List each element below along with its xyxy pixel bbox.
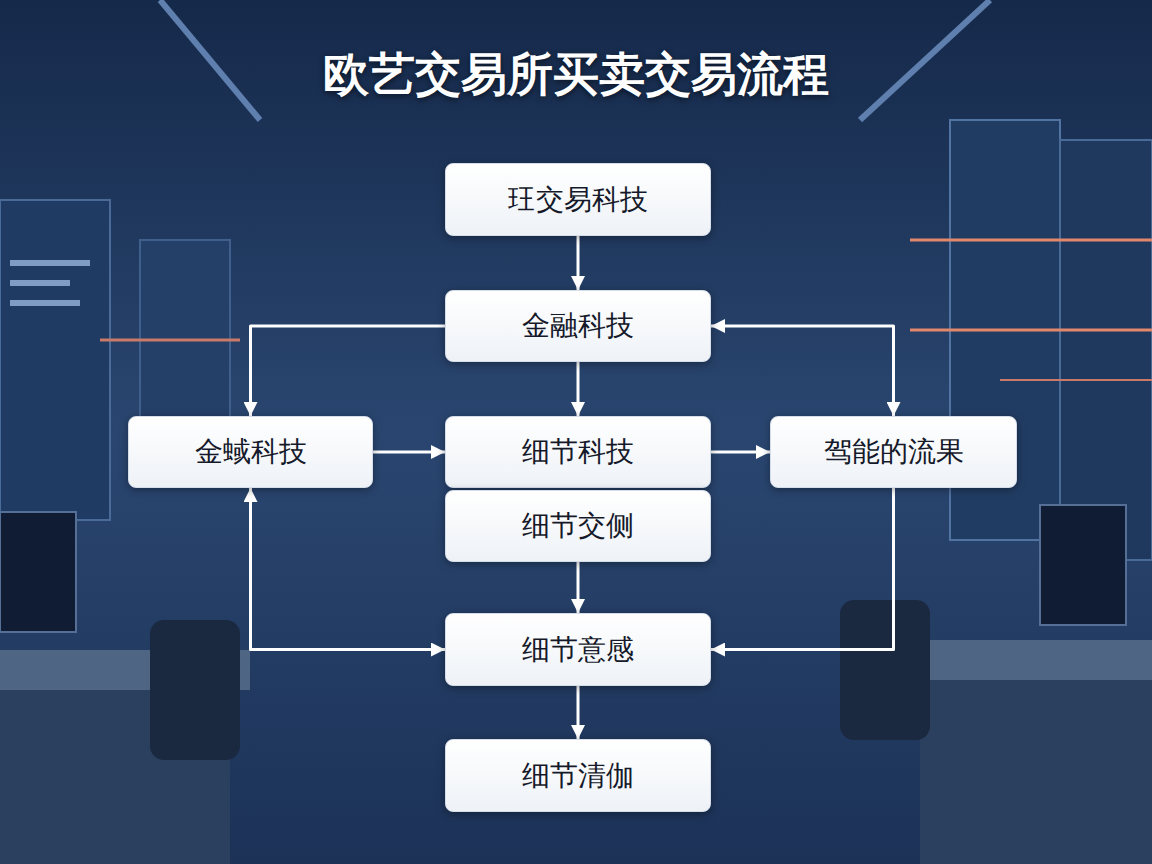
neon-line — [910, 239, 1152, 242]
flow-arrow — [251, 326, 446, 416]
box-label: 驾能的流果 — [824, 433, 964, 471]
screen-line — [10, 280, 70, 286]
process-box: 细节清伽 — [445, 739, 711, 812]
office-chair — [150, 620, 240, 760]
process-box: 细节交侧 — [445, 490, 711, 562]
flow-arrow — [577, 562, 580, 613]
process-box: 金融科技 — [445, 290, 711, 362]
flow-arrow — [711, 326, 894, 416]
box-label: 细节交侧 — [522, 507, 634, 545]
flow-arrow — [711, 451, 770, 454]
diagram-title: 欧艺交易所买卖交易流程 — [0, 44, 1152, 106]
flow-arrow — [577, 236, 580, 290]
box-label: 细节科技 — [522, 433, 634, 471]
wall-screen — [1060, 140, 1152, 560]
desk — [900, 640, 1152, 680]
flow-arrow — [711, 488, 894, 650]
neon-line — [100, 339, 240, 342]
process-box: 细节意感 — [445, 613, 711, 686]
office-chair — [840, 600, 930, 740]
box-label: 细节清伽 — [522, 757, 634, 795]
wall-screen — [0, 200, 110, 520]
screen-line — [10, 300, 80, 306]
monitor — [0, 512, 76, 632]
screen-line — [10, 260, 90, 266]
neon-line — [910, 329, 1152, 332]
monitor — [1040, 505, 1126, 625]
desk — [920, 680, 1152, 864]
process-box: 驾能的流果 — [770, 416, 1017, 488]
process-box: 细节科技 — [445, 416, 711, 488]
flow-arrow — [251, 488, 446, 650]
flow-arrow — [373, 451, 445, 454]
process-box: 金蜮科技 — [128, 416, 373, 488]
flow-arrow — [577, 362, 580, 416]
box-label: 金融科技 — [522, 307, 634, 345]
box-label: 金蜮科技 — [195, 433, 307, 471]
flow-arrow — [577, 686, 580, 739]
ceiling-light — [160, 0, 260, 120]
ceiling-light — [860, 0, 990, 120]
box-label: 细节意感 — [522, 631, 634, 669]
neon-line — [1000, 379, 1152, 381]
process-box: 玨交易科技 — [445, 163, 711, 236]
box-label: 玨交易科技 — [508, 181, 648, 219]
